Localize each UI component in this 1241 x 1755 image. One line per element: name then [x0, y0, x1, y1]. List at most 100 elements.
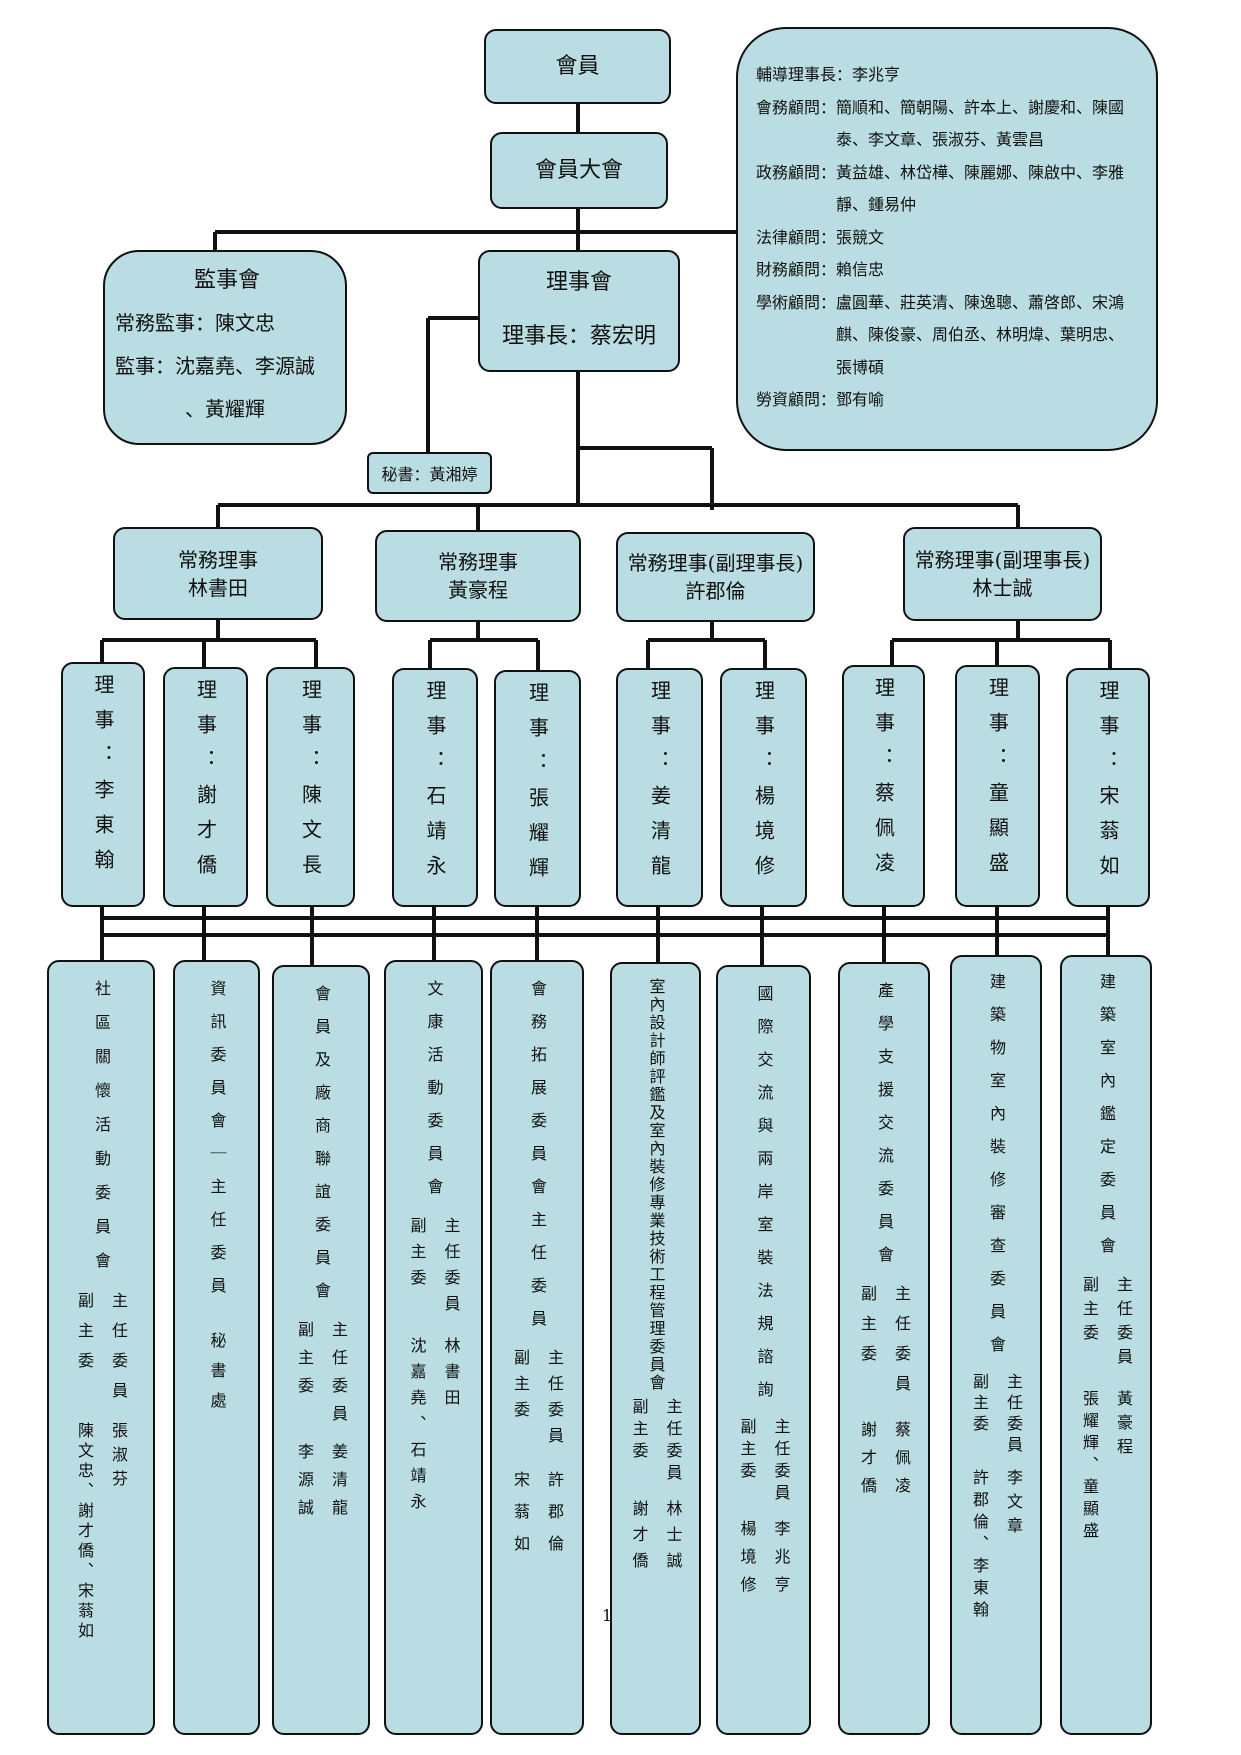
committee-name: 室內設計師評鑑及室內裝修專業技術工程管理委員會	[646, 978, 666, 1392]
committee-vice: 張耀輝、童顯盛	[1080, 1390, 1099, 1544]
director-box: 理事：楊境修	[720, 668, 807, 907]
advisor-label: 學術顧問：	[756, 292, 837, 312]
committee-chair: 姜清龍	[329, 1443, 348, 1527]
board-title: 理事會	[545, 270, 612, 295]
advisor-label: 政務顧問：	[756, 162, 837, 182]
committee-name: 資訊委員會｜主任委員	[207, 980, 227, 1310]
committee-chair: 黃豪程	[1114, 1390, 1133, 1462]
committee-role-chair: 主任委員	[1004, 1373, 1023, 1457]
committee-box: 文康活動委員會 主任委員 副主委 林書田 沈嘉堯、石靖永	[384, 960, 483, 1735]
committee-chair: 林士誠	[663, 1500, 683, 1578]
standing-director-name: 林書田	[188, 575, 248, 600]
member-box: 會員	[484, 29, 671, 104]
advisor-names: 黃益雄、林岱樺、陳麗娜、陳啟中、李雅靜、鍾易仲	[836, 162, 1125, 215]
standing-director-title: 常務理事	[438, 550, 518, 574]
advisors-list: 輔導理事長：李兆亨會務顧問：簡順和、簡朝陽、許本上、謝慶和、陳國泰、李文章、張淑…	[756, 59, 1134, 417]
standing-director-name: 許郡倫	[685, 579, 746, 603]
committee-vice: 謝才僑	[629, 1500, 649, 1578]
committee-role-vice: 副主委	[629, 1398, 649, 1464]
advisors-box: 輔導理事長：李兆亨會務顧問：簡順和、簡朝陽、許本上、謝慶和、陳國泰、李文章、張淑…	[736, 27, 1158, 451]
director-label: 理事：楊境修	[751, 680, 776, 890]
director-box: 理事：蔡佩凌	[842, 665, 925, 907]
committee-role-vice: 副主委	[858, 1285, 877, 1375]
standing-director-2: 常務理事 黃豪程	[375, 530, 581, 622]
committee-role-vice: 副主委	[737, 1418, 757, 1484]
director-label: 理事：蔡佩凌	[871, 677, 896, 887]
advisor-names: 簡順和、簡朝陽、許本上、謝慶和、陳國泰、李文章、張淑芬、黃雲昌	[836, 97, 1125, 150]
director-box: 理事：姜清龍	[616, 668, 703, 907]
page-number: 1	[602, 1606, 613, 1625]
committee-vice: 許郡倫、李東翰	[970, 1469, 989, 1623]
director-box: 理事：李東翰	[61, 662, 145, 907]
standing-director-1: 常務理事 林書田	[113, 527, 323, 620]
advisor-label: 輔導理事長：	[756, 65, 853, 84]
committee-vice: 宋蓊如	[511, 1471, 530, 1567]
committee-role-chair: 主任委員	[545, 1349, 564, 1453]
committee-role-vice: 副主委	[511, 1349, 530, 1427]
advisor-names: 鄧有喻	[836, 390, 885, 409]
director-label: 理事：李東翰	[91, 674, 115, 884]
director-label: 理事：謝才僑	[193, 679, 218, 889]
director-box: 理事：陳文長	[266, 667, 355, 907]
committee-role-chair: 主任委員	[892, 1285, 911, 1405]
director-label: 理事：張耀輝	[525, 682, 550, 892]
committee-chair: 秘書處	[207, 1332, 227, 1422]
committee-role-vice: 副主委	[970, 1373, 989, 1436]
committee-box: 社區關懷活動委員會 主任委員 副主委 張淑芬 陳文忠、謝才僑、宋蓊如	[47, 960, 155, 1735]
committee-name: 產學支援交流委員會	[875, 982, 894, 1279]
committee-name: 會員及廠商聯誼委員會	[312, 985, 331, 1315]
assembly-label: 會員大會	[534, 157, 623, 183]
standing-supervisor: 常務監事：陳文忠	[115, 311, 275, 335]
supervisory-board-box: 監事會 常務監事：陳文忠 監事：沈嘉堯、李源誠 、黃耀輝	[103, 250, 347, 445]
director-box: 理事：童顯盛	[955, 665, 1040, 907]
committee-name: 社區關懷活動委員會	[92, 980, 111, 1286]
standing-director-title: 常務理事	[178, 547, 258, 572]
advisor-label: 法律顧問：	[756, 227, 837, 247]
director-label: 理事：石靖永	[423, 680, 447, 890]
committee-name: 會務拓展委員會主任委員	[528, 980, 547, 1343]
advisor-names: 賴信忠	[836, 260, 885, 279]
director-label: 理事：宋蓊如	[1096, 680, 1120, 890]
standing-director-4: 常務理事(副理事長) 林士誠	[903, 527, 1102, 621]
committee-vice: 陳文忠、謝才僑、宋蓊如	[75, 1422, 94, 1642]
secretary-box: 秘書：黃湘婷	[367, 452, 492, 494]
committee-name: 建築室內鑑定委員會	[1097, 973, 1116, 1270]
director-label: 理事：童顯盛	[985, 677, 1010, 887]
committee-chair: 李文章	[1004, 1469, 1023, 1541]
advisor-line: 學術顧問：盧圓華、莊英清、陳逸聰、蕭啓郎、宋鴻麒、陳俊豪、周伯丞、林明煒、葉明忠…	[756, 287, 1134, 385]
advisor-label: 會務顧問：	[756, 97, 837, 117]
standing-director-title: 常務理事(副理事長)	[627, 551, 804, 575]
committee-box: 資訊委員會｜主任委員 秘書處	[173, 960, 260, 1735]
committee-chair: 林書田	[441, 1337, 461, 1415]
committee-vice: 謝才僑	[858, 1421, 877, 1505]
supervisors-line1: 監事：沈嘉堯、李源誠	[115, 354, 315, 378]
secretary-label: 秘書：黃湘婷	[381, 465, 478, 484]
committee-box: 產學支援交流委員會 主任委員 副主委 蔡佩凌 謝才僑	[838, 962, 930, 1735]
advisor-names: 李兆亨	[852, 65, 901, 84]
committee-name: 國際交流與兩岸室裝法規諮詢	[754, 985, 774, 1414]
director-label: 理事：陳文長	[298, 679, 323, 889]
committee-name: 建築物室內裝修審查委員會	[987, 973, 1006, 1369]
committee-name: 文康活動委員會	[424, 980, 444, 1211]
board-chairman: 理事長：蔡宏明	[501, 324, 656, 349]
advisor-line: 會務顧問：簡順和、簡朝陽、許本上、謝慶和、陳國泰、李文章、張淑芬、黃雲昌	[756, 92, 1134, 157]
advisor-label: 財務顧問：	[756, 260, 837, 279]
committee-vice: 楊境修	[737, 1520, 757, 1604]
committee-role-chair: 主任委員	[109, 1292, 128, 1412]
standing-director-name: 林士誠	[972, 576, 1033, 600]
supervisors-line2: 、黃耀輝	[185, 397, 265, 421]
director-box: 理事：謝才僑	[163, 667, 248, 907]
committee-role-vice: 副主委	[407, 1217, 427, 1295]
committee-role-vice: 副主委	[1080, 1276, 1099, 1348]
board-of-directors-box: 理事會 理事長：蔡宏明	[478, 250, 680, 372]
committee-box: 室內設計師評鑑及室內裝修專業技術工程管理委員會 主任委員 副主委 林士誠 謝才僑	[610, 962, 701, 1735]
committee-vice: 李源誠	[295, 1443, 314, 1527]
advisor-line: 財務顧問：賴信忠	[756, 254, 1134, 287]
advisor-line: 輔導理事長：李兆亨	[756, 59, 1134, 92]
committee-role-chair: 主任委員	[1114, 1276, 1133, 1372]
committee-role-vice: 副主委	[295, 1321, 314, 1405]
committee-role-chair: 主任委員	[329, 1321, 348, 1433]
director-box: 理事：宋蓊如	[1066, 668, 1150, 907]
member-label: 會員	[555, 53, 600, 79]
committee-chair: 張淑芬	[109, 1422, 128, 1494]
